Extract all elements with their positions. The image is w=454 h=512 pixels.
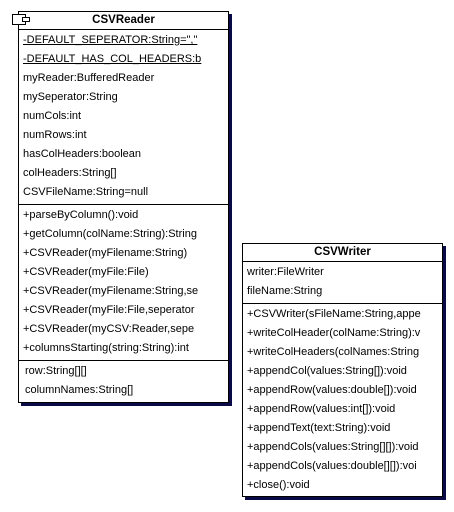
operation-columns-starting: +columnsStarting(string:String):int: [23, 342, 189, 354]
operation-write-col-header: +writeColHeader(colName:String):v: [247, 327, 421, 339]
attribute-column-names: columnNames:String[]: [25, 384, 134, 396]
attribute-col-headers: colHeaders:String[]: [23, 167, 117, 179]
operation-append-row-double: +appendRow(values:double[]):void: [247, 384, 417, 396]
operation-get-column: +getColumn(colName:String):String: [23, 228, 197, 240]
attribute-default-separator: -DEFAULT_SEPERATOR:String=",": [23, 34, 198, 46]
attribute-my-seperator: mySeperator:String: [23, 91, 118, 103]
attribute-num-rows: numRows:int: [23, 129, 87, 141]
operation-append-cols-double: +appendCols(values:double[][]):voi: [247, 460, 417, 472]
operation-append-cols-string: +appendCols(values:String[][]):void: [247, 441, 419, 453]
csv-reader-title: CSVReader: [19, 12, 228, 30]
attribute-csv-file-name: CSVFileName:String=null: [23, 186, 149, 198]
operation-append-text: +appendText(text:String):void: [247, 422, 391, 434]
csv-writer-title: CSVWriter: [243, 244, 442, 262]
csv-reader-operations: +parseByColumn():void +getColumn(colName…: [19, 205, 228, 361]
operation-write-col-headers: +writeColHeaders(colNames:String: [247, 346, 420, 358]
csv-reader-extra-attributes: row:String[][] columnNames:String[]: [19, 361, 228, 402]
operation-constructor-file: +CSVReader(myFile:File): [23, 266, 149, 278]
operation-constructor-file-sep: +CSVReader(myFile:File,seperator: [23, 304, 195, 316]
csv-writer-operations: +CSVWriter(sFileName:String,appe +writeC…: [243, 304, 442, 496]
operation-parse-by-column: +parseByColumn():void: [23, 209, 139, 221]
attribute-num-cols: numCols:int: [23, 110, 82, 122]
attribute-writer: writer:FileWriter: [247, 266, 324, 278]
csv-writer-attributes: writer:FileWriter fileName:String: [243, 262, 442, 304]
operation-append-col: +appendCol(values:String[]):void: [247, 365, 407, 377]
attribute-file-name: fileName:String: [247, 285, 323, 297]
operation-close: +close():void: [247, 479, 310, 491]
package-icon: [12, 14, 30, 25]
operation-constructor-filename-sep: +CSVReader(myFilename:String,se: [23, 285, 199, 297]
attribute-my-reader: myReader:BufferedReader: [23, 72, 155, 84]
csv-writer-class[interactable]: CSVWriter writer:FileWriter fileName:Str…: [242, 243, 443, 497]
attribute-row: row:String[][]: [25, 365, 87, 377]
attribute-has-col-headers: hasColHeaders:boolean: [23, 148, 142, 160]
operation-append-row-int: +appendRow(values:int[]):void: [247, 403, 396, 415]
operation-constructor-filename: +CSVReader(myFilename:String): [23, 247, 188, 259]
attribute-default-has-col-headers: -DEFAULT_HAS_COL_HEADERS:b: [23, 53, 202, 65]
csv-reader-class[interactable]: CSVReader -DEFAULT_SEPERATOR:String="," …: [18, 11, 229, 403]
operation-csv-writer: +CSVWriter(sFileName:String,appe: [247, 308, 421, 320]
operation-constructor-reader-sep: +CSVReader(myCSV:Reader,sepe: [23, 323, 195, 335]
csv-reader-attributes: -DEFAULT_SEPERATOR:String="," -DEFAULT_H…: [19, 30, 228, 205]
